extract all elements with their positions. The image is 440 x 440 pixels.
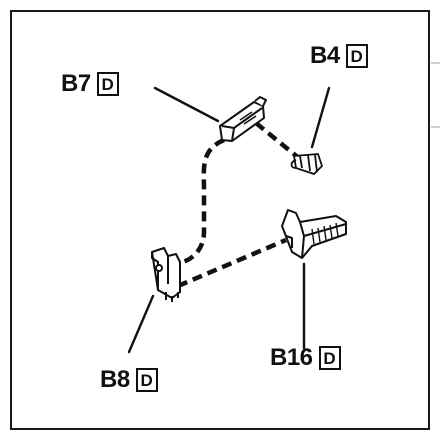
edge-tick bbox=[431, 126, 440, 128]
callout-b7: B7 D bbox=[61, 72, 119, 96]
callout-badge-b4: D bbox=[345, 44, 368, 68]
leader-line-b4 bbox=[310, 86, 331, 149]
callout-label-b4: B4 bbox=[310, 42, 340, 69]
dashed-path-b7-b4 bbox=[254, 121, 302, 161]
callout-badge-b8: D bbox=[135, 368, 158, 392]
dashed-path-b7-b8 bbox=[171, 137, 225, 267]
edge-tick bbox=[431, 62, 440, 64]
callout-b4: B4 D bbox=[310, 44, 368, 68]
callout-label-b7: B7 bbox=[61, 70, 91, 97]
callout-label-b16: B16 bbox=[270, 344, 313, 371]
sensor-b4 bbox=[290, 153, 323, 175]
terminal-b8 bbox=[151, 247, 181, 302]
dashed-path-b8-b16 bbox=[177, 237, 287, 289]
diagram-frame bbox=[10, 10, 430, 430]
callout-b16: B16 D bbox=[270, 346, 341, 370]
callout-label-b8: B8 bbox=[100, 366, 130, 393]
callout-badge-b16: D bbox=[318, 346, 341, 370]
connector-b16 bbox=[281, 209, 347, 259]
connector-b7 bbox=[219, 96, 267, 142]
leader-line-b7 bbox=[153, 86, 220, 123]
leader-line-b8 bbox=[127, 294, 155, 354]
callout-badge-b7: D bbox=[96, 72, 119, 96]
callout-b8: B8 D bbox=[100, 368, 158, 392]
